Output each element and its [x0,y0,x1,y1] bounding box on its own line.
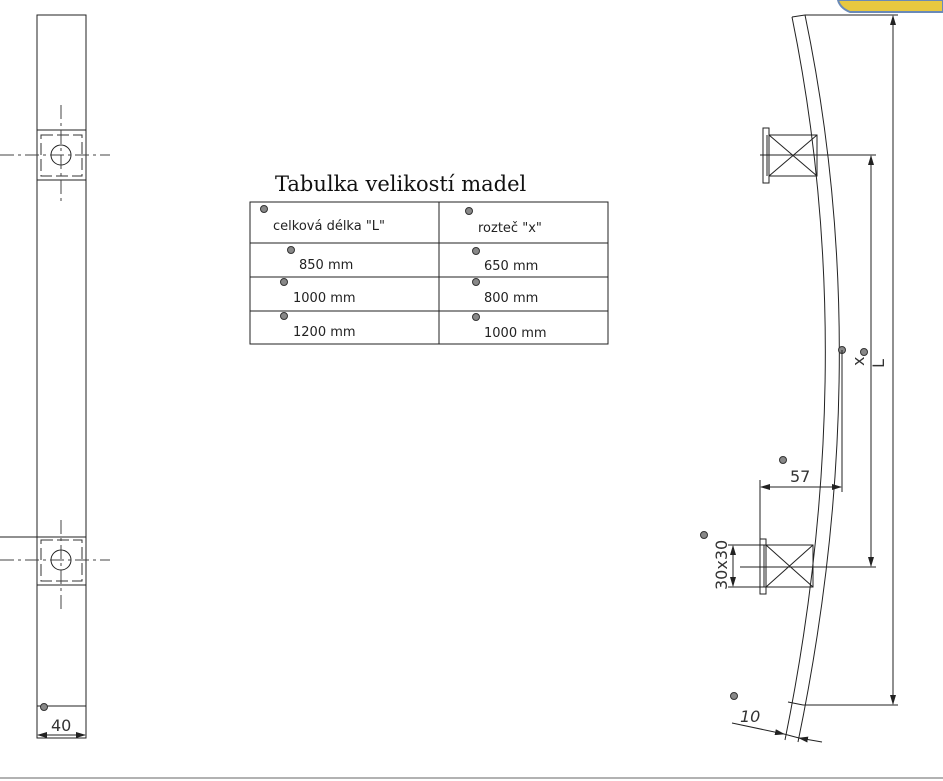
front-view: 40 [0,14,110,739]
mount-hole-top [0,105,110,205]
bar-right-edge [797,14,840,743]
mount-hole-bottom [0,520,110,612]
annotation-pin[interactable] [280,312,288,320]
annotation-pin[interactable] [700,531,708,539]
profile-label: 30x30 [712,540,731,590]
length-dimension: L [803,14,898,706]
annotation-pin[interactable] [779,456,787,464]
annotation-pin[interactable] [472,313,480,321]
annotation-pin[interactable] [730,692,738,700]
annotation-pin[interactable] [860,348,868,356]
size-table: Tabulka velikostí madel celková délka "L… [249,172,609,345]
annotation-pin[interactable] [472,247,480,255]
spacing-dimension: x [740,154,876,568]
cell-length: 1200 mm [293,325,356,340]
offset-dimension: 57 [759,350,843,545]
cell-spacing: 650 mm [484,259,538,274]
width-label: 40 [51,716,71,735]
annotation-pin[interactable] [280,278,288,286]
spacing-label: x [849,357,868,366]
side-view: L x 57 30x30 10 [700,14,898,743]
corner-tab[interactable] [836,0,943,13]
annotation-pin[interactable] [465,207,473,215]
table-title: Tabulka velikostí madel [275,172,527,196]
thickness-dimension: 10 [730,692,823,743]
cell-length: 1000 mm [293,291,356,306]
width-dimension: 40 [37,703,86,738]
thickness-label: 10 [740,707,760,726]
annotation-pin[interactable] [40,703,48,711]
annotation-pin[interactable] [260,205,268,213]
annotation-pin[interactable] [472,278,480,286]
cell-spacing: 1000 mm [484,326,547,341]
bar-outline [36,14,87,739]
annotation-pin[interactable] [287,246,295,254]
bar-left-edge [784,16,826,741]
header-spacing: rozteč "x" [478,221,542,236]
header-total-length: celková délka "L" [273,219,385,234]
cell-length: 850 mm [299,258,353,273]
cell-spacing: 800 mm [484,291,538,306]
length-label: L [869,359,888,368]
profile-dimension: 30x30 [700,531,766,590]
offset-label: 57 [790,467,810,486]
